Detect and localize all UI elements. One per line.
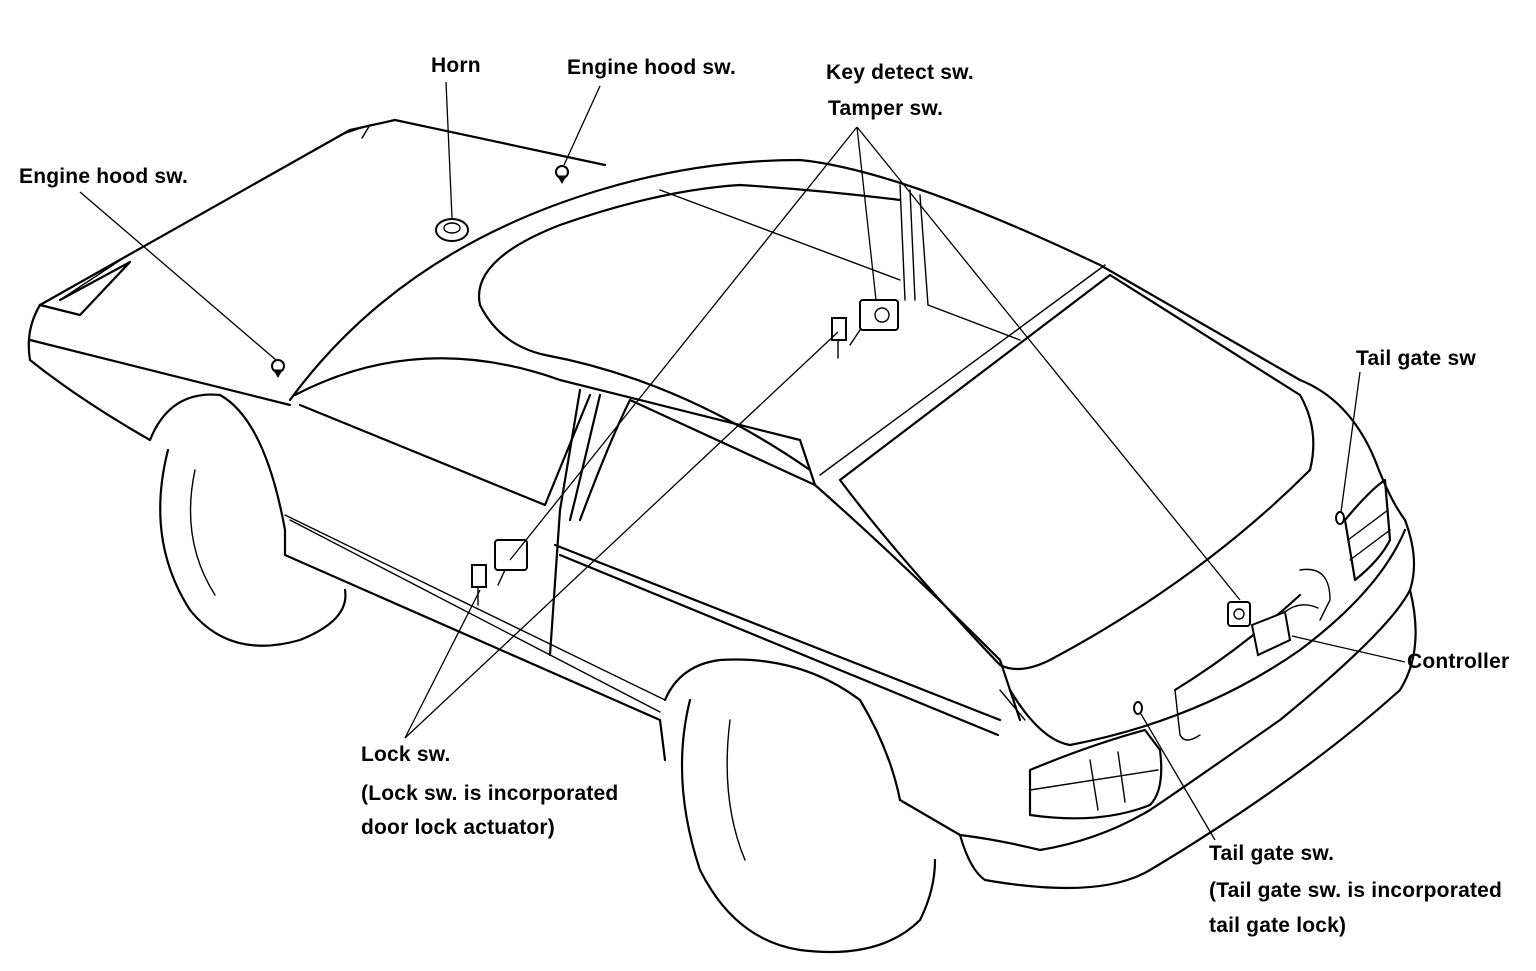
label-engine-hood-switch-left: Engine hood sw. <box>19 165 189 188</box>
lock-switch-actuator-component <box>471 539 528 606</box>
tail-gate-switch-left-component <box>1133 701 1143 715</box>
horn-component <box>435 218 469 242</box>
label-tamper-switch: Tamper sw. <box>828 97 944 120</box>
tail-gate-switch-right-component <box>1335 511 1345 525</box>
key-detect-tamper-switch-component <box>831 299 899 359</box>
label-tail-gate-switch-upper: Tail gate sw <box>1356 347 1476 370</box>
engine-hood-switch-left-component <box>271 359 285 379</box>
tail-gate-lock-component <box>1227 601 1251 627</box>
label-controller: Controller <box>1407 650 1510 673</box>
car-body-outline <box>27 118 1417 954</box>
label-engine-hood-switch-top: Engine hood sw. <box>567 56 737 79</box>
engine-hood-switch-right-component <box>555 165 569 185</box>
label-lock-switch: Lock sw. <box>361 743 451 766</box>
label-lock-switch-note-1: (Lock sw. is incorporated <box>361 782 619 805</box>
label-horn: Horn <box>431 54 481 77</box>
leader-lines <box>79 81 1406 841</box>
label-tail-gate-switch-lower: Tail gate sw. <box>1209 842 1335 865</box>
label-lock-switch-note-2: door lock actuator) <box>361 816 555 839</box>
label-tail-gate-switch-note-2: tail gate lock) <box>1209 914 1347 937</box>
label-key-detect-switch: Key detect sw. <box>826 61 974 84</box>
controller-component <box>1250 604 1319 657</box>
label-tail-gate-switch-note-1: (Tail gate sw. is incorporated <box>1209 879 1503 902</box>
